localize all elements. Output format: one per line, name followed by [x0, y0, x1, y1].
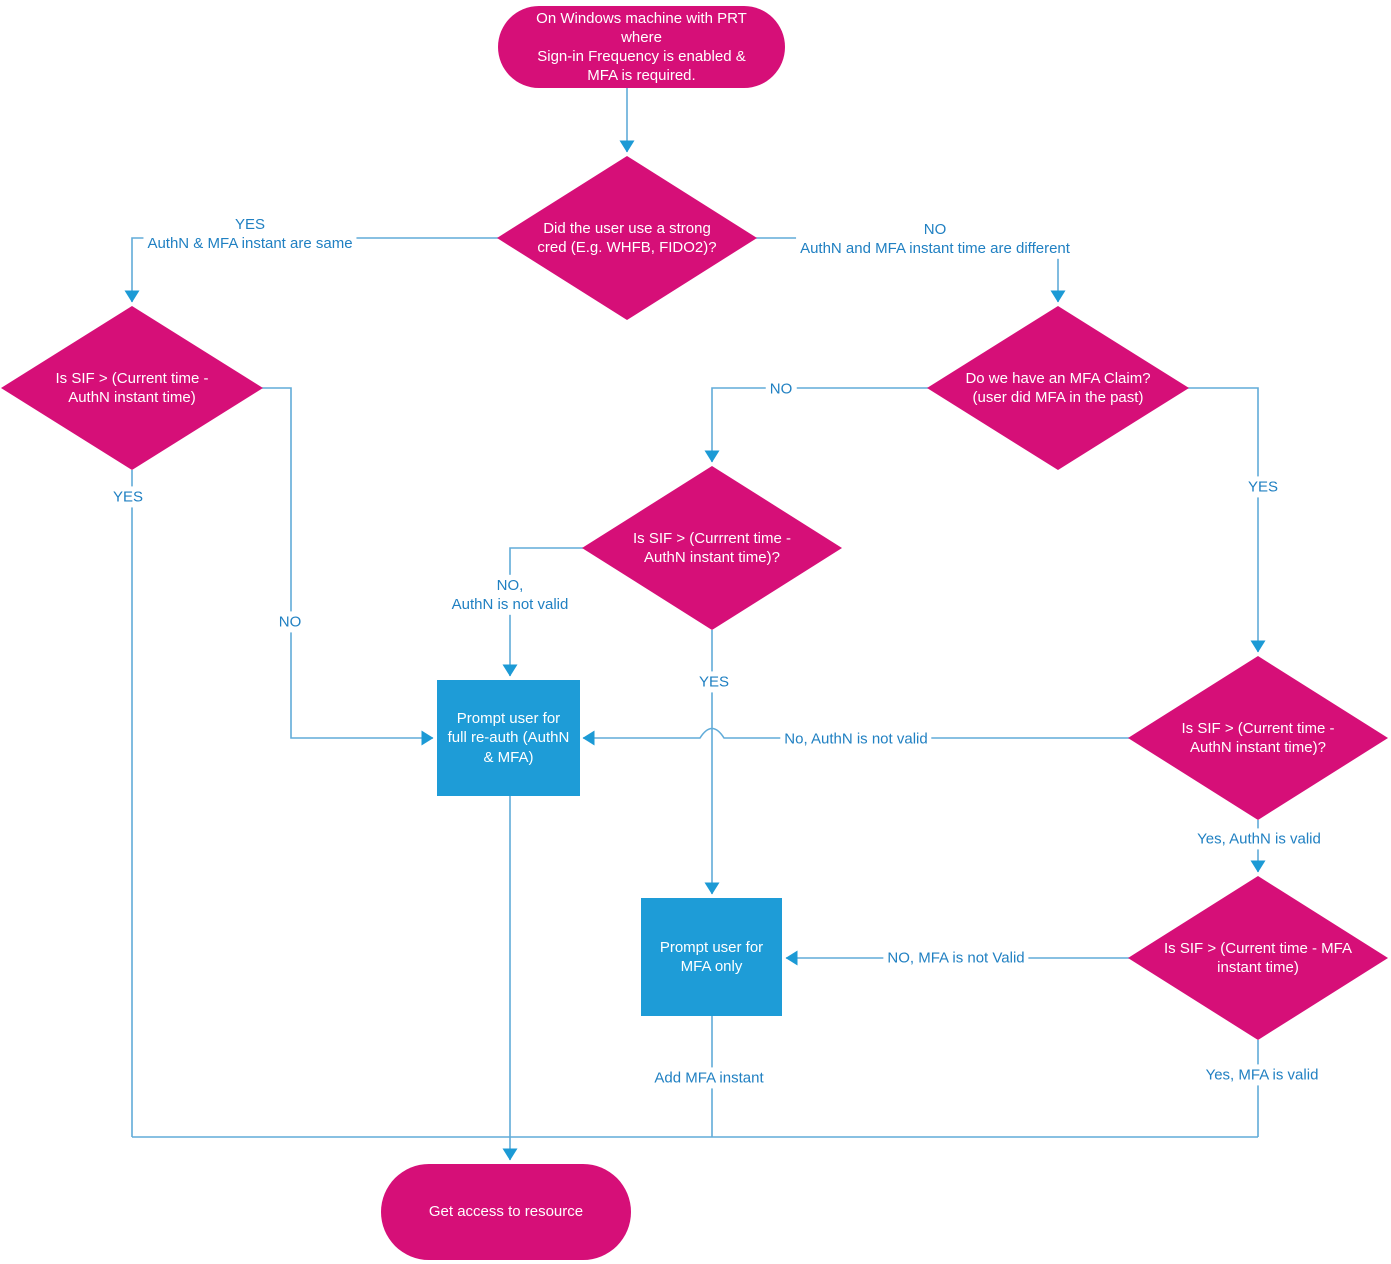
- edge-label-no-authn-not-valid-mid: NO, AuthN is not valid: [447, 574, 573, 616]
- edge-label-yes-claim: YES: [1243, 476, 1283, 498]
- edge-label-yes-authn-valid: Yes, AuthN is valid: [1193, 828, 1325, 850]
- edge-label-yes-left-down: YES: [108, 486, 148, 508]
- edge-strong-cred-yes: [124, 237, 498, 303]
- edge-label-no-left: NO: [274, 611, 306, 633]
- edge-label-yes-same: YES AuthN & MFA instant are same: [143, 213, 357, 255]
- edge-label-no-different: NO AuthN and MFA instant time are differ…: [796, 218, 1074, 260]
- edge-mfa-claim-yes: [1186, 387, 1266, 653]
- edge-label-add-mfa-instant: Add MFA instant: [650, 1067, 768, 1089]
- edge-label-no-mfa-not-valid: NO, MFA is not Valid: [883, 947, 1029, 969]
- node-end-get-access: Get access to resource: [381, 1164, 631, 1260]
- edge-label-yes-mfa-valid: Yes, MFA is valid: [1201, 1064, 1323, 1086]
- edge-sif-right-no-to-prompt-full: [582, 727, 1129, 746]
- edge-sif-left-no-to-prompt-full: [262, 387, 434, 746]
- edge-mfa-claim-no: [704, 387, 928, 463]
- node-prompt-full-reauth: Prompt user for full re-auth (AuthN & MF…: [437, 680, 580, 796]
- edge-label-no-authn-not-valid-right: No, AuthN is not valid: [780, 728, 932, 750]
- edge-label-no-claim: NO: [765, 378, 797, 400]
- edge-label-yes-mid: YES: [694, 671, 734, 693]
- edge-sif-mid-no-to-prompt-full: [502, 547, 583, 677]
- node-prompt-mfa-only: Prompt user for MFA only: [641, 898, 782, 1016]
- node-start-condition: On Windows machine with PRT where Sign-i…: [498, 6, 785, 88]
